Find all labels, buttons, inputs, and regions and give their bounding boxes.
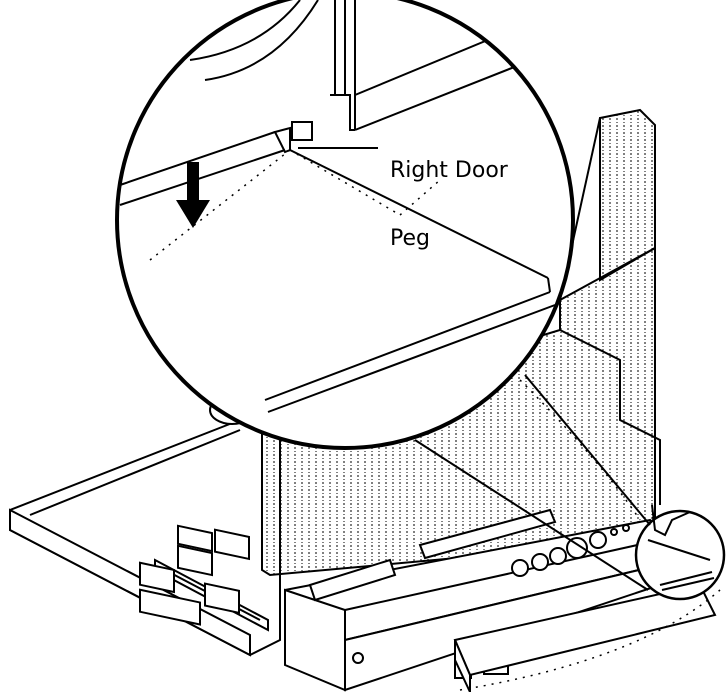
callout-line-1: Right Door [390, 158, 508, 183]
laptop-base [9, 395, 281, 657]
callout-leader-1 [524, 374, 651, 526]
down-arrow-icon [176, 162, 210, 228]
right-door-peg-label: Right Door Peg [390, 120, 540, 290]
callout-line-2: Peg [390, 226, 430, 251]
detail-circle [634, 504, 726, 601]
magnifier-circle [115, 0, 575, 450]
keyboard-keys [139, 524, 250, 626]
base-front [284, 508, 717, 693]
callout-leader-2 [414, 439, 649, 591]
